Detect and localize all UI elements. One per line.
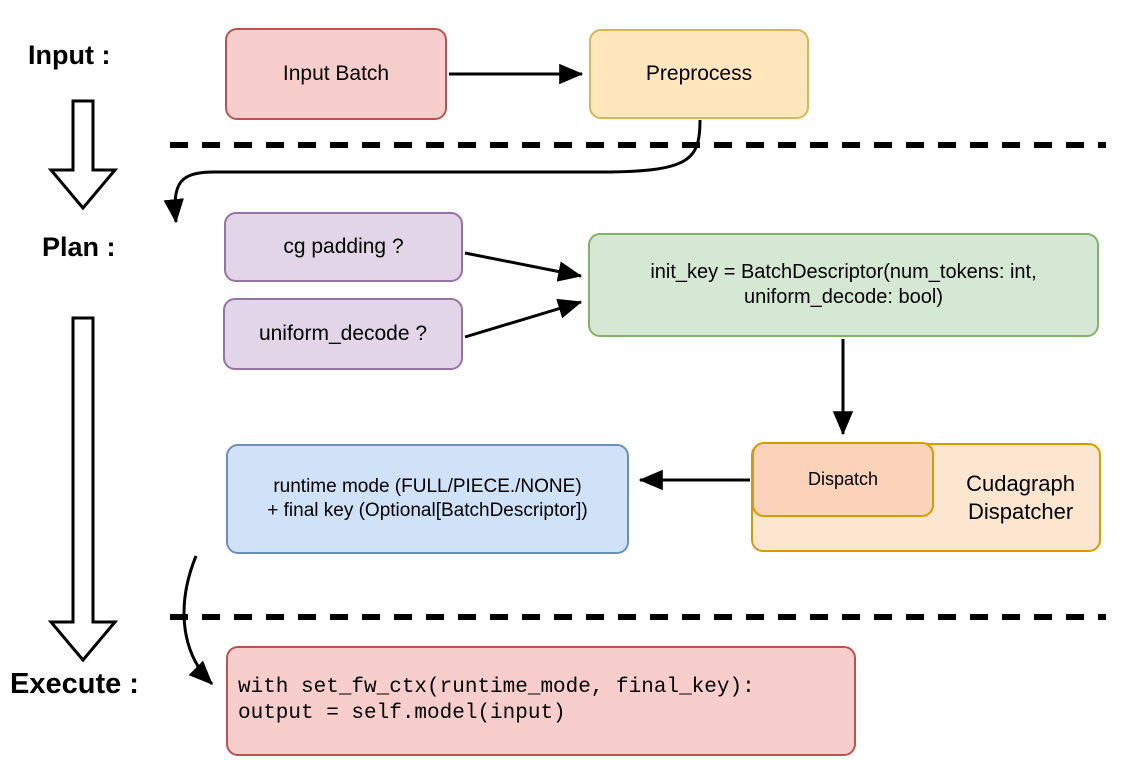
stage-label-plan: Plan : — [42, 232, 116, 262]
arrow-cg-padding-to-init-key — [464, 251, 583, 282]
node-execute-code[interactable]: with set_fw_ctx(runtime_mode, final_key)… — [226, 646, 856, 756]
node-init-key[interactable]: init_key = BatchDescriptor(num_tokens: i… — [588, 233, 1099, 337]
plan-to-execute-arrow — [47, 316, 119, 663]
node-uniform-decode[interactable]: uniform_decode ? — [223, 298, 463, 370]
arrow-uniform-decode-to-init-key — [464, 298, 583, 339]
node-cg-padding[interactable]: cg padding ? — [224, 212, 463, 282]
node-dispatch[interactable]: Dispatch — [752, 442, 934, 517]
arrow-preprocess-to-cg-padding — [163, 119, 702, 224]
node-preprocess[interactable]: Preprocess — [589, 29, 809, 119]
arrow-runtime-mode-to-execute-code — [182, 555, 214, 686]
input-to-plan-arrow — [47, 99, 119, 211]
stage-label-execute: Execute : — [10, 668, 139, 700]
stage-label-input: Input : — [28, 40, 111, 70]
node-input-batch[interactable]: Input Batch — [225, 28, 447, 120]
node-runtime-mode[interactable]: runtime mode (FULL/PIECE./NONE) + final … — [226, 444, 629, 554]
